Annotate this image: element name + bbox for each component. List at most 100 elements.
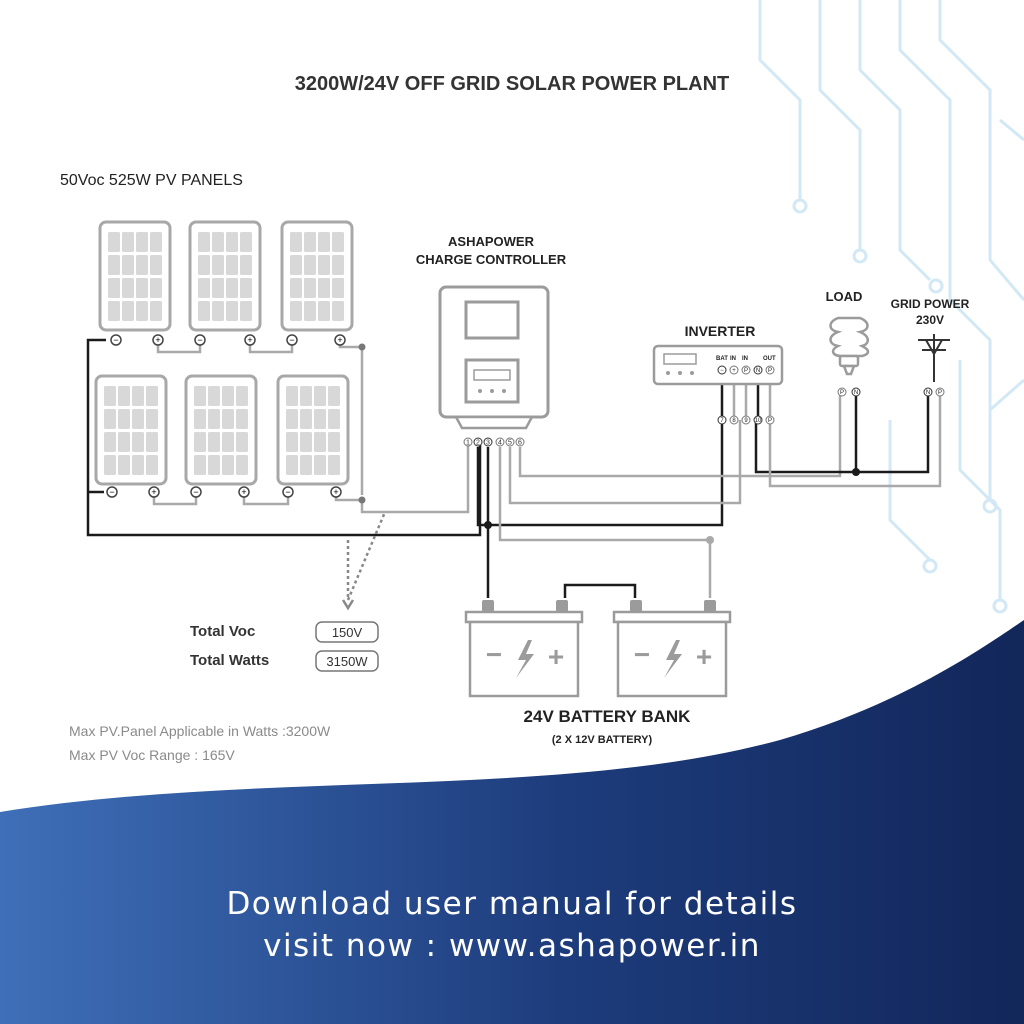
pv-cell xyxy=(314,386,326,406)
max-watts-note: Max PV.Panel Applicable in Watts :3200W xyxy=(69,723,331,739)
terminal-plus: + xyxy=(334,334,346,346)
pv-panel xyxy=(188,220,262,332)
pv-cell xyxy=(104,409,116,429)
svg-text:+: + xyxy=(333,487,338,497)
svg-text:P: P xyxy=(938,390,942,396)
pv-cell xyxy=(300,386,312,406)
pv-panel xyxy=(98,220,172,332)
inverter-bottom-terminals: 7 8 9 10 P xyxy=(717,415,775,425)
pv-cell xyxy=(314,409,326,429)
pv-cell xyxy=(208,386,220,406)
pv-cell xyxy=(286,386,298,406)
svg-text:5: 5 xyxy=(508,440,512,447)
page-title: 3200W/24V OFF GRID SOLAR POWER PLANT xyxy=(295,73,730,95)
pv-cell xyxy=(300,432,312,452)
svg-text:−: − xyxy=(113,335,118,345)
pv-panel-array xyxy=(94,220,354,486)
total-watts-value: 3150W xyxy=(326,654,368,669)
svg-text:+: + xyxy=(155,335,160,345)
pv-cell xyxy=(318,278,330,298)
svg-text:−: − xyxy=(634,639,650,670)
pv-cell xyxy=(318,255,330,275)
battery: − + xyxy=(464,600,584,698)
svg-text:−: − xyxy=(486,639,502,670)
pv-cell xyxy=(150,232,162,252)
pv-cell xyxy=(122,301,134,321)
pv-cell xyxy=(104,455,116,475)
grid-voltage: 230V xyxy=(916,313,944,327)
pv-cell xyxy=(198,255,210,275)
svg-text:−: − xyxy=(285,487,290,497)
pv-cell xyxy=(132,386,144,406)
pv-cell xyxy=(290,232,302,252)
pv-cell xyxy=(150,301,162,321)
pv-cell xyxy=(222,432,234,452)
svg-text:1: 1 xyxy=(466,440,470,447)
pv-cell xyxy=(122,232,134,252)
pv-cell xyxy=(198,232,210,252)
lightning-icon xyxy=(516,640,534,678)
terminal-minus: − xyxy=(194,334,206,346)
pv-cell xyxy=(208,455,220,475)
svg-text:9: 9 xyxy=(744,418,748,424)
pv-cell xyxy=(328,432,340,452)
svg-text:+: + xyxy=(247,335,252,345)
total-voc-value: 150V xyxy=(332,625,363,640)
pv-cell xyxy=(332,232,344,252)
inverter-in-label-2: IN xyxy=(742,356,748,362)
pv-cell xyxy=(108,232,120,252)
pv-cell xyxy=(226,255,238,275)
pv-cell xyxy=(332,255,344,275)
terminal-minus: − xyxy=(190,486,202,498)
inverter-out-label: OUT xyxy=(763,356,776,362)
pv-panel xyxy=(184,374,258,486)
pv-cell xyxy=(286,455,298,475)
total-voc-label: Total Voc xyxy=(190,623,255,640)
pv-cell xyxy=(132,455,144,475)
pv-cell xyxy=(328,386,340,406)
pv-cell xyxy=(136,278,148,298)
circuit-background xyxy=(758,0,1024,614)
pv-cell xyxy=(332,301,344,321)
pv-cell xyxy=(236,455,248,475)
pv-cell xyxy=(300,409,312,429)
svg-text:−: − xyxy=(193,487,198,497)
terminal-plus: + xyxy=(330,486,342,498)
inverter-bat-label: BAT xyxy=(716,356,728,362)
pv-cell xyxy=(328,409,340,429)
svg-text:P: P xyxy=(840,390,844,396)
inverter-top-terminals: − + P N P xyxy=(717,365,775,375)
pv-cell xyxy=(212,278,224,298)
terminal-minus: − xyxy=(282,486,294,498)
pv-cell xyxy=(222,386,234,406)
svg-text:+: + xyxy=(151,487,156,497)
svg-text:−: − xyxy=(197,335,202,345)
pv-cell xyxy=(122,255,134,275)
pv-cell xyxy=(150,278,162,298)
pv-cell xyxy=(146,455,158,475)
pv-cell xyxy=(304,232,316,252)
svg-text:P: P xyxy=(744,368,748,374)
battery-bank: − + − + 24V BATTERY BANK (2 X 12V BATTER… xyxy=(464,600,732,746)
pv-panel xyxy=(280,220,354,332)
pv-cell xyxy=(104,386,116,406)
svg-text:−: − xyxy=(720,368,724,374)
pv-cell xyxy=(236,386,248,406)
svg-text:4: 4 xyxy=(498,440,502,447)
pv-cell xyxy=(240,255,252,275)
load-label: LOAD xyxy=(826,289,863,304)
grid-power: GRID POWER 230V N P xyxy=(891,297,970,397)
pv-cell xyxy=(314,432,326,452)
pv-cell xyxy=(304,301,316,321)
svg-text:P: P xyxy=(768,418,772,424)
pv-cell xyxy=(240,301,252,321)
footer-website-link[interactable]: visit now : www.ashapower.in xyxy=(263,928,761,964)
svg-text:6: 6 xyxy=(518,440,522,447)
terminal-plus: + xyxy=(238,486,250,498)
pv-cell xyxy=(194,432,206,452)
pv-cell xyxy=(222,409,234,429)
pv-cell xyxy=(136,255,148,275)
pv-cell xyxy=(132,409,144,429)
panel-terminals: − + − + − + − + − + − + xyxy=(106,334,346,498)
